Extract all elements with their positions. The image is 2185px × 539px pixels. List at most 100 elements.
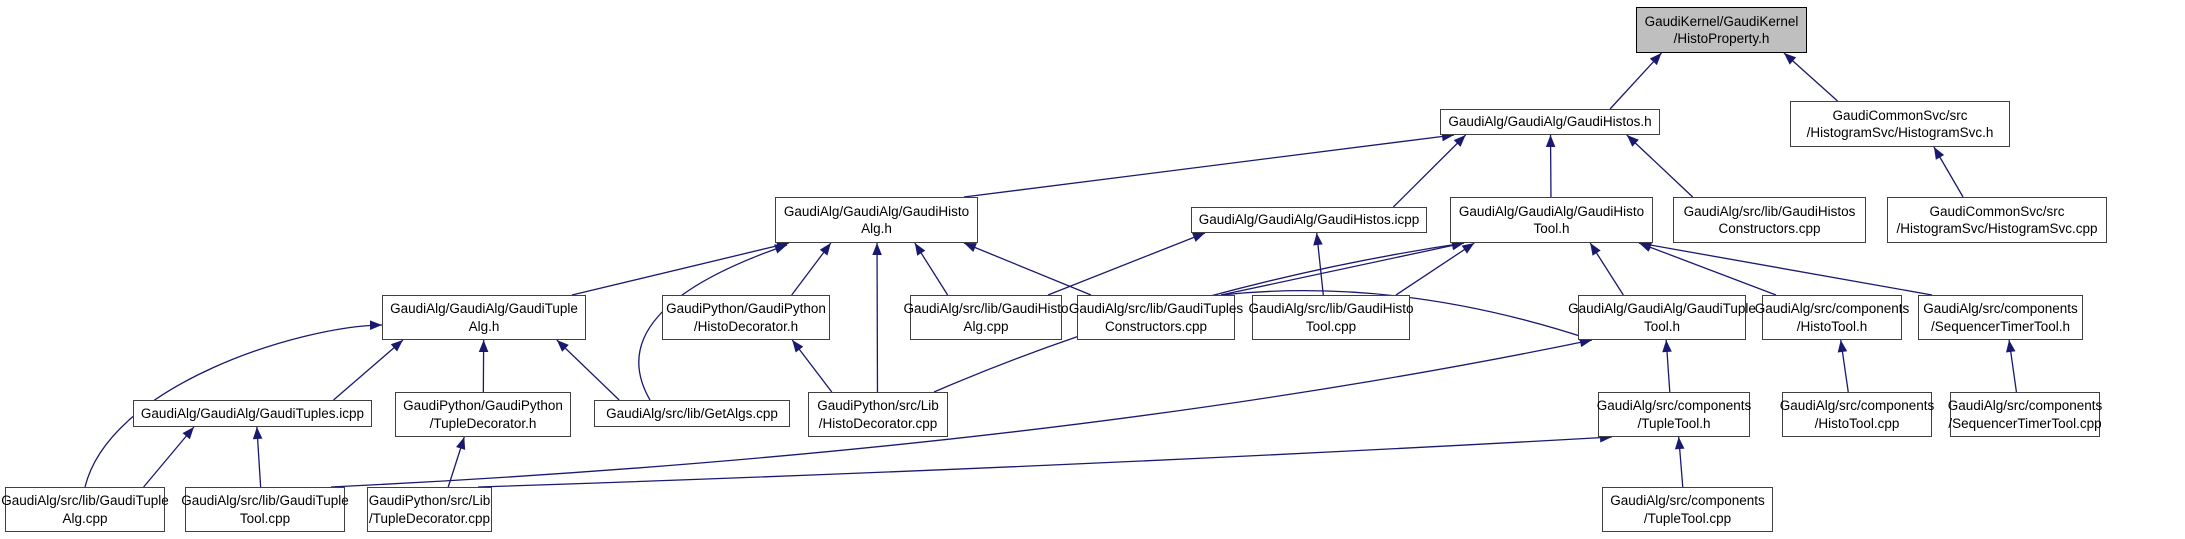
edge-HistogramSvc_h-includes-HistoProperty_h	[1783, 52, 1838, 102]
graph-node-HistoTool_cpp[interactable]: GaudiAlg/src/components/HistoTool.cpp	[1779, 392, 1935, 437]
graph-node-label: GaudiAlg/src/lib/GaudiTuple	[181, 493, 349, 509]
graph-node-label: GaudiAlg/src/components	[1923, 301, 2078, 317]
edge-GetAlgs_cpp-includes-GaudiTupleAlg_h	[556, 339, 620, 401]
edge-GaudiHistoTool_cpp-includes-GaudiHistoTool_h	[1395, 242, 1475, 296]
graph-node-HistogramSvc_h[interactable]: GaudiCommonSvc/src/HistogramSvc/Histogra…	[1790, 101, 2010, 147]
edge-GaudiHistosConstructors_cpp-includes-GaudiHistos_h	[1626, 134, 1694, 198]
graph-node-label: GaudiAlg/GaudiAlg/GaudiHistos.icpp	[1198, 212, 1420, 228]
graph-node-TupleTool_h[interactable]: GaudiAlg/src/components/TupleTool.h	[1596, 392, 1752, 437]
edge-GaudiTuplesConstructors_cpp-includes-GaudiHistoAlg_h	[963, 242, 1092, 296]
edge-GaudiTupleTool_cpp-includes-GaudiTupleTool_h	[330, 337, 1593, 488]
edge-GaudiHistoTool_cpp-includes-GaudiHistos_icpp	[1313, 232, 1324, 296]
graph-node-SequencerTimerTool_h[interactable]: GaudiAlg/src/components/SequencerTimerTo…	[1918, 295, 2083, 340]
graph-node-label: GaudiAlg/src/lib/GaudiHisto	[903, 301, 1069, 317]
graph-node-label: /SequencerTimerTool.h	[1930, 318, 2071, 334]
graph-node-GaudiHistos_icpp[interactable]: GaudiAlg/GaudiAlg/GaudiHistos.icpp	[1191, 207, 1427, 233]
graph-node-label: GaudiAlg/src/lib/GaudiTuples	[1068, 301, 1244, 317]
edge-SequencerTimerTool_cpp-includes-SequencerTimerTool_h	[2006, 339, 2018, 393]
graph-node-label: GaudiPython/src/Lib	[817, 398, 939, 414]
graph-node-label: /SequencerTimerTool.cpp	[1948, 415, 2102, 431]
graph-node-HistoDecorator_cpp[interactable]: GaudiPython/src/Lib/HistoDecorator.cpp	[808, 392, 948, 437]
graph-node-label: GaudiAlg/src/components	[1596, 398, 1752, 414]
graph-node-GetAlgs_cpp[interactable]: GaudiAlg/src/lib/GetAlgs.cpp	[594, 400, 790, 427]
graph-node-label: /TupleDecorator.cpp	[368, 510, 491, 526]
graph-node-label: GaudiAlg/GaudiAlg/GaudiTuple	[390, 301, 578, 317]
graph-node-label: GaudiAlg/src/lib/GaudiHisto	[1248, 301, 1414, 317]
graph-node-label: GaudiAlg/src/lib/GetAlgs.cpp	[606, 405, 778, 421]
graph-node-TupleDecorator_h[interactable]: GaudiPython/GaudiPython/TupleDecorator.h	[395, 392, 571, 437]
graph-node-HistoProperty_h[interactable]: GaudiKernel/GaudiKernel/HistoProperty.h	[1636, 7, 1807, 53]
edge-HistoDecorator_h-includes-GaudiHistoAlg_h	[791, 242, 832, 296]
edge-GaudiTupleTool_h-includes-GaudiHistoTool_h	[1589, 242, 1624, 296]
graph-node-label: /HistoProperty.h	[1673, 31, 1770, 46]
edge-GaudiHistoAlg_cpp-includes-GaudiHistos_icpp	[1047, 232, 1206, 296]
graph-node-HistogramSvc_cpp[interactable]: GaudiCommonSvc/src/HistogramSvc/Histogra…	[1887, 197, 2107, 243]
edge-TupleDecorator_h-includes-GaudiTupleAlg_h	[478, 339, 489, 393]
graph-node-label: GaudiPython/GaudiPython	[403, 398, 563, 414]
graph-node-label: /HistoDecorator.cpp	[818, 415, 938, 431]
edge-GaudiHistos_icpp-includes-GaudiHistos_h	[1392, 134, 1467, 208]
edge-GaudiHistoTool_h-includes-GaudiHistos_h	[1545, 134, 1556, 198]
graph-node-label: /TupleDecorator.h	[429, 415, 537, 431]
graph-node-label: Alg.h	[468, 318, 500, 334]
graph-node-label: /HistogramSvc/HistogramSvc.cpp	[1896, 221, 2098, 236]
graph-node-label: GaudiCommonSvc/src	[1929, 203, 2065, 219]
graph-node-label: GaudiAlg/GaudiAlg/GaudiHistos.h	[1448, 114, 1652, 130]
graph-node-label: GaudiCommonSvc/src	[1832, 107, 1968, 123]
graph-node-label: /HistogramSvc/HistogramSvc.h	[1806, 125, 1994, 140]
graph-node-label: /TupleTool.h	[1637, 415, 1711, 431]
edge-GaudiTuples_icpp-includes-GaudiTupleAlg_h	[333, 339, 404, 401]
graph-node-label: Tool.h	[1643, 318, 1681, 334]
graph-node-label: Constructors.cpp	[1718, 221, 1821, 236]
graph-node-label: GaudiAlg/GaudiAlg/GaudiHisto	[783, 203, 970, 219]
edge-GaudiHistos_h-includes-HistoProperty_h	[1609, 52, 1662, 110]
graph-node-label: GaudiAlg/GaudiAlg/GaudiHisto	[1458, 203, 1645, 219]
graph-node-label: GaudiAlg/src/lib/GaudiHistos	[1683, 203, 1856, 219]
graph-node-SequencerTimerTool_cpp[interactable]: GaudiAlg/src/components/SequencerTimerTo…	[1947, 392, 2103, 437]
graph-node-TupleTool_cpp[interactable]: GaudiAlg/src/components/TupleTool.cpp	[1602, 487, 1773, 532]
graph-node-label: /HistoTool.cpp	[1814, 415, 1900, 431]
edge-TupleDecorator_cpp-includes-TupleDecorator_h	[447, 436, 466, 488]
edge-GaudiHistoAlg_h-includes-GaudiHistos_h	[963, 131, 1455, 198]
edge-HistoDecorator_cpp-includes-HistoDecorator_h	[791, 339, 833, 393]
edge-SequencerTimerTool_h-includes-GaudiHistoTool_h	[1638, 240, 1933, 296]
edge-HistoTool_h-includes-GaudiHistoTool_h	[1638, 242, 1777, 296]
graph-node-label: GaudiAlg/src/components	[1610, 493, 1765, 509]
edge-GaudiTupleAlg_cpp-includes-GaudiTupleAlg_h	[84, 320, 383, 488]
edge-GaudiTupleAlg_cpp-includes-GaudiTuples_icpp	[143, 426, 195, 488]
graph-node-HistoDecorator_h[interactable]: GaudiPython/GaudiPython/HistoDecorator.h	[662, 295, 830, 340]
graph-node-label: GaudiAlg/src/components	[1947, 398, 2103, 414]
graph-node-TupleDecorator_cpp[interactable]: GaudiPython/src/Lib/TupleDecorator.cpp	[367, 487, 492, 532]
graph-node-GaudiTuples_icpp[interactable]: GaudiAlg/GaudiAlg/GaudiTuples.icpp	[133, 400, 372, 427]
graph-node-label: Alg.cpp	[963, 318, 1009, 334]
edge-TupleDecorator_cpp-includes-TupleTool_h	[477, 432, 1613, 488]
graph-node-label: Alg.h	[861, 221, 892, 236]
graph-node-label: GaudiAlg/GaudiAlg/GaudiTuple	[1568, 301, 1756, 317]
graph-node-label: Tool.cpp	[1305, 318, 1357, 334]
graph-node-label: GaudiPython/src/Lib	[368, 493, 491, 509]
graph-node-label: GaudiPython/GaudiPython	[666, 301, 826, 317]
graph-node-label: Tool.h	[1533, 221, 1570, 236]
edge-TupleTool_cpp-includes-TupleTool_h	[1674, 436, 1685, 488]
edge-GaudiTupleAlg_h-includes-GaudiHistoAlg_h	[571, 241, 790, 296]
graph-node-GaudiHistos_h[interactable]: GaudiAlg/GaudiAlg/GaudiHistos.h	[1440, 109, 1660, 135]
graph-node-HistoTool_h[interactable]: GaudiAlg/src/components/HistoTool.h	[1755, 295, 1909, 340]
graph-node-label: GaudiAlg/src/components	[1779, 398, 1935, 414]
graph-node-label: /HistoDecorator.h	[693, 318, 799, 334]
edge-GaudiTupleTool_cpp-includes-GaudiTuples_icpp	[252, 426, 263, 488]
edge-HistogramSvc_cpp-includes-HistogramSvc_h	[1933, 146, 1964, 198]
edge-TupleTool_h-includes-GaudiTupleTool_h	[1662, 339, 1672, 393]
graph-node-label: /HistoTool.h	[1796, 318, 1868, 334]
graph-node-label: /TupleTool.cpp	[1643, 510, 1732, 526]
